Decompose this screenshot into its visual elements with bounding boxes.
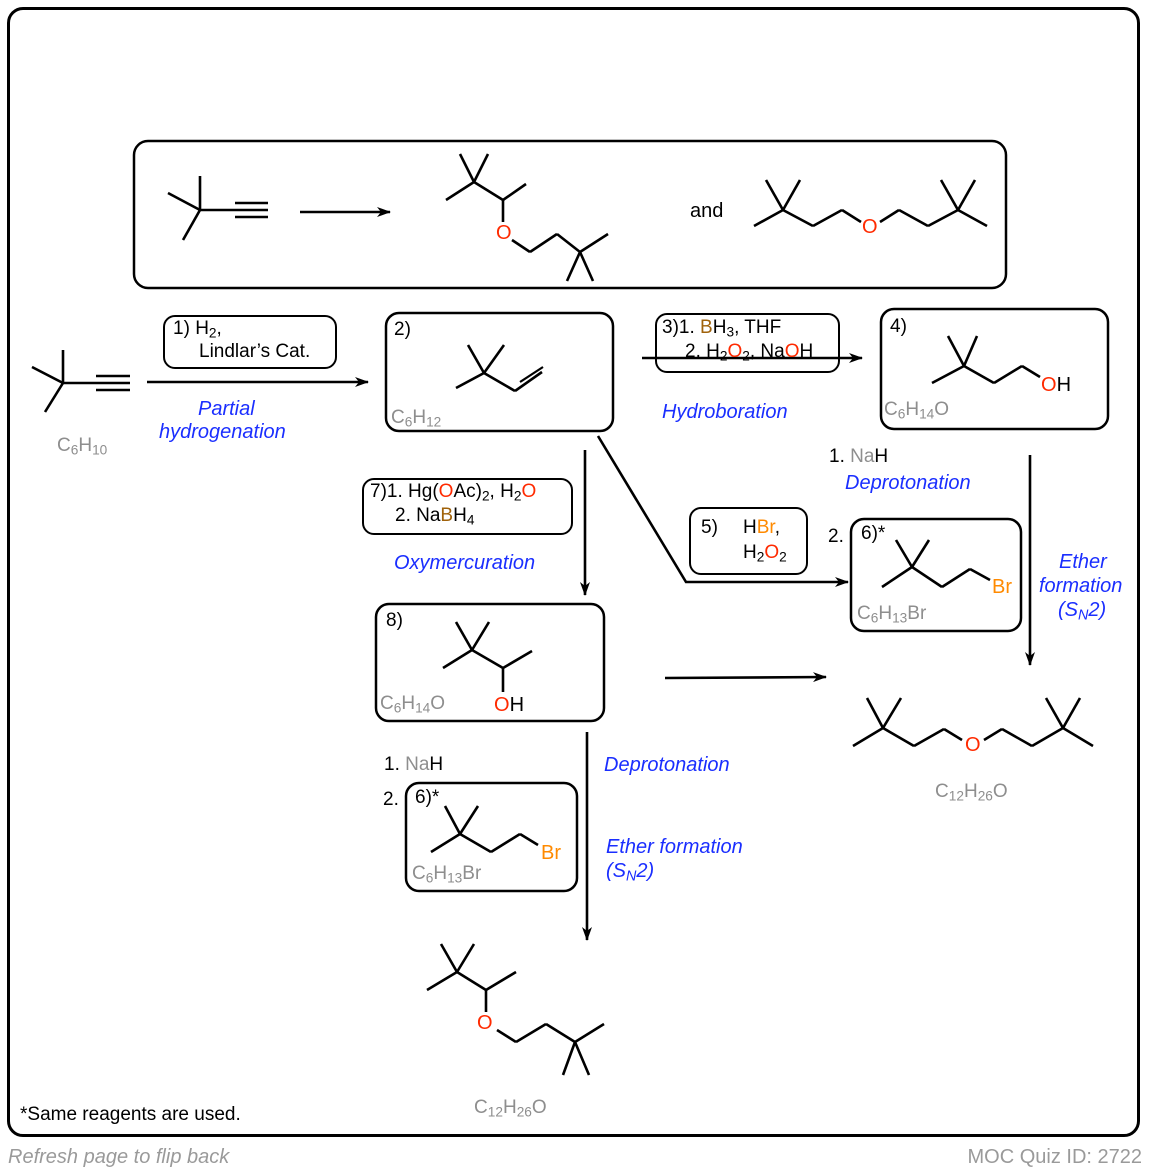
compound-6-bottom-box — [404, 781, 579, 893]
reagent-5-number: 5) — [701, 517, 718, 538]
quiz-card-frame[interactable] — [7, 7, 1140, 1137]
product-right-oxygen: O — [965, 734, 981, 756]
compound-8-formula: C6H14O — [380, 693, 446, 716]
label-partial: Partial — [198, 398, 255, 420]
reagent-3-box[interactable] — [655, 313, 840, 373]
reagent-5-line1: HBr, — [743, 517, 780, 538]
footnote: *Same reagents are used. — [20, 1104, 241, 1125]
top-product-2 — [753, 179, 988, 228]
label-deprotonation-right: Deprotonation — [845, 472, 971, 494]
problem-box — [132, 139, 1008, 290]
compound-4-formula: C6H14O — [884, 399, 950, 422]
compound-2-formula: C6H12 — [391, 407, 442, 430]
product-right-structure — [852, 697, 1094, 748]
flip-back-hint[interactable]: Refresh page to flip back — [8, 1146, 230, 1168]
start-molecule — [31, 350, 130, 413]
compound-6-right-box — [849, 517, 1023, 633]
compound-8-hydroxyl: OH — [494, 694, 525, 716]
reagent-3-line2: 2. H2O2, NaOH — [685, 341, 814, 364]
compound-4-box — [879, 307, 1110, 431]
top-product-1 — [445, 153, 609, 282]
label-ether-formation-bottom: Ether formation — [606, 836, 743, 858]
reagent-5-line2: H2O2 — [743, 542, 787, 565]
compound-6-right-formula: C6H13Br — [857, 603, 927, 626]
arrow-8-to-ether — [664, 672, 827, 683]
nah-bottom: 1. NaH — [384, 754, 444, 775]
reagent-1-line2: Lindlar’s Cat. — [199, 341, 311, 362]
compound-4-hydroxyl: OH — [1041, 374, 1072, 396]
label-sn2-bottom: (SN2) — [606, 860, 655, 885]
label-formation-right: formation — [1039, 575, 1123, 597]
compound-6-right-bromine: Br — [992, 576, 1012, 598]
top-start-molecule — [167, 176, 268, 241]
compound-6-bottom-prefix: 2. — [383, 789, 399, 810]
compound-4-number: 4) — [890, 316, 907, 337]
and-connector: and — [690, 200, 724, 222]
compound-8-box — [374, 602, 606, 723]
reagent-7-line1: 7)1. Hg(OAc)2, H2O — [370, 481, 537, 504]
compound-2-box — [384, 311, 615, 433]
reagent-7-line2: 2. NaBH4 — [395, 505, 475, 528]
reagent-7-box[interactable] — [362, 478, 573, 535]
start-formula: C6H10 — [57, 435, 108, 458]
label-sn2-right: (SN2) — [1058, 599, 1107, 624]
reagent-1-box[interactable] — [163, 315, 337, 369]
compound-6-bottom-formula: C6H13Br — [412, 863, 482, 886]
reagent-3-line1: 3)1. BH3, THF — [662, 317, 782, 340]
quiz-id: MOC Quiz ID: 2722 — [967, 1146, 1142, 1168]
arrow-5 — [596, 435, 849, 587]
nah-right: 1. NaH — [829, 446, 889, 467]
reagent-1-line1: 1) H2, — [173, 318, 222, 341]
top-product-2-oxygen: O — [862, 216, 878, 238]
label-hydroboration: Hydroboration — [662, 401, 788, 423]
top-product-1-oxygen: O — [496, 222, 512, 244]
label-hydrogenation: hydrogenation — [159, 421, 286, 443]
compound-4-structure — [931, 335, 1041, 385]
product-bottom-formula: C12H26O — [474, 1097, 547, 1120]
reagent-5-box[interactable] — [689, 507, 808, 575]
compound-6-right-number: 6)* — [861, 523, 886, 544]
compound-8-structure — [442, 621, 533, 692]
compound-2-number: 2) — [394, 319, 411, 340]
product-right-formula: C12H26O — [935, 781, 1008, 804]
compound-6-bottom-structure — [430, 805, 539, 854]
compound-2-structure — [455, 344, 544, 393]
product-bottom-structure — [426, 943, 605, 1076]
compound-6-right-structure — [881, 539, 991, 589]
compound-8-number: 8) — [386, 610, 403, 631]
label-deprotonation-bottom: Deprotonation — [604, 754, 730, 776]
compound-6-bottom-bromine: Br — [541, 842, 561, 864]
product-bottom-oxygen: O — [477, 1012, 493, 1034]
compound-6-right-prefix: 2. — [828, 526, 844, 547]
label-ether-right: Ether — [1059, 551, 1107, 573]
label-oxymercuration: Oxymercuration — [394, 552, 536, 574]
compound-6-bottom-number: 6)* — [415, 787, 440, 808]
